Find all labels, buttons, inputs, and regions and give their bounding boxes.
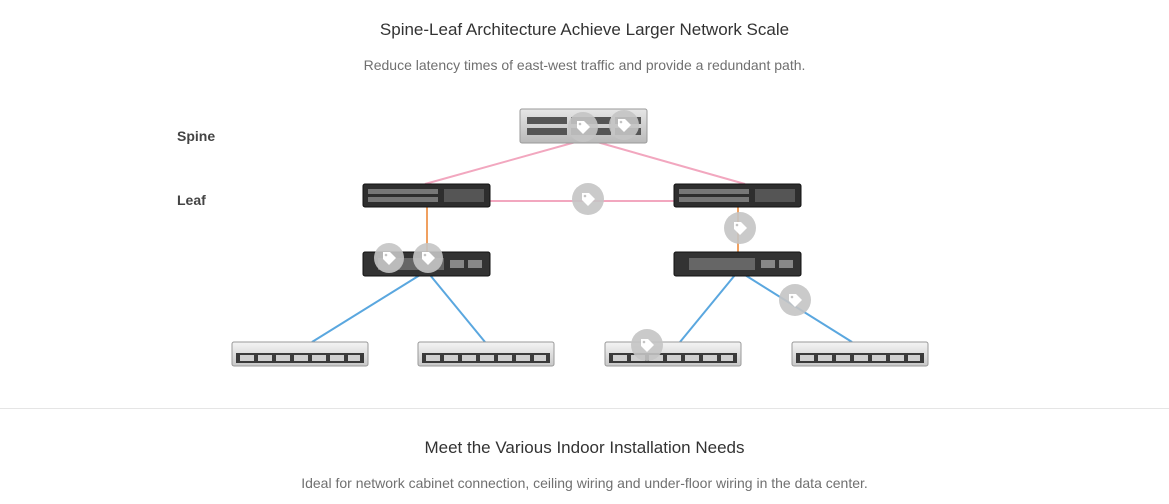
tag-icon[interactable] <box>374 243 404 273</box>
link-access-server-3 <box>679 274 736 343</box>
tier-label-leaf: Leaf <box>177 192 206 208</box>
tag-icon[interactable] <box>609 110 639 140</box>
link-spine-leaf-right <box>589 139 746 185</box>
section-subtitle-installation: Ideal for network cabinet connection, ce… <box>301 475 868 491</box>
tag-icon[interactable] <box>572 183 604 215</box>
link-access-server-1 <box>311 274 421 343</box>
section-subtitle-spine-leaf: Reduce latency times of east-west traffi… <box>363 57 806 73</box>
link-spine-leaf-left <box>424 139 584 185</box>
section-divider <box>0 408 1169 409</box>
tag-icon[interactable] <box>568 112 598 142</box>
tag-icon[interactable] <box>779 284 811 316</box>
tier-label-spine: Spine <box>177 128 216 144</box>
server-1 <box>231 341 369 367</box>
link-access-server-2 <box>429 274 486 343</box>
access-switch-right <box>673 251 802 277</box>
leaf-switch-left <box>362 183 491 208</box>
section-title-installation: Meet the Various Indoor Installation Nee… <box>424 438 745 457</box>
leaf-switch-right <box>673 183 802 208</box>
tag-icon[interactable] <box>413 243 443 273</box>
spine-leaf-diagram <box>231 108 929 367</box>
tag-icon[interactable] <box>631 329 663 361</box>
server-2 <box>417 341 555 367</box>
server-3 <box>604 341 742 367</box>
tag-icon[interactable] <box>724 212 756 244</box>
links <box>311 139 853 343</box>
server-4 <box>791 341 929 367</box>
section-title-spine-leaf: Spine-Leaf Architecture Achieve Larger N… <box>379 20 790 39</box>
